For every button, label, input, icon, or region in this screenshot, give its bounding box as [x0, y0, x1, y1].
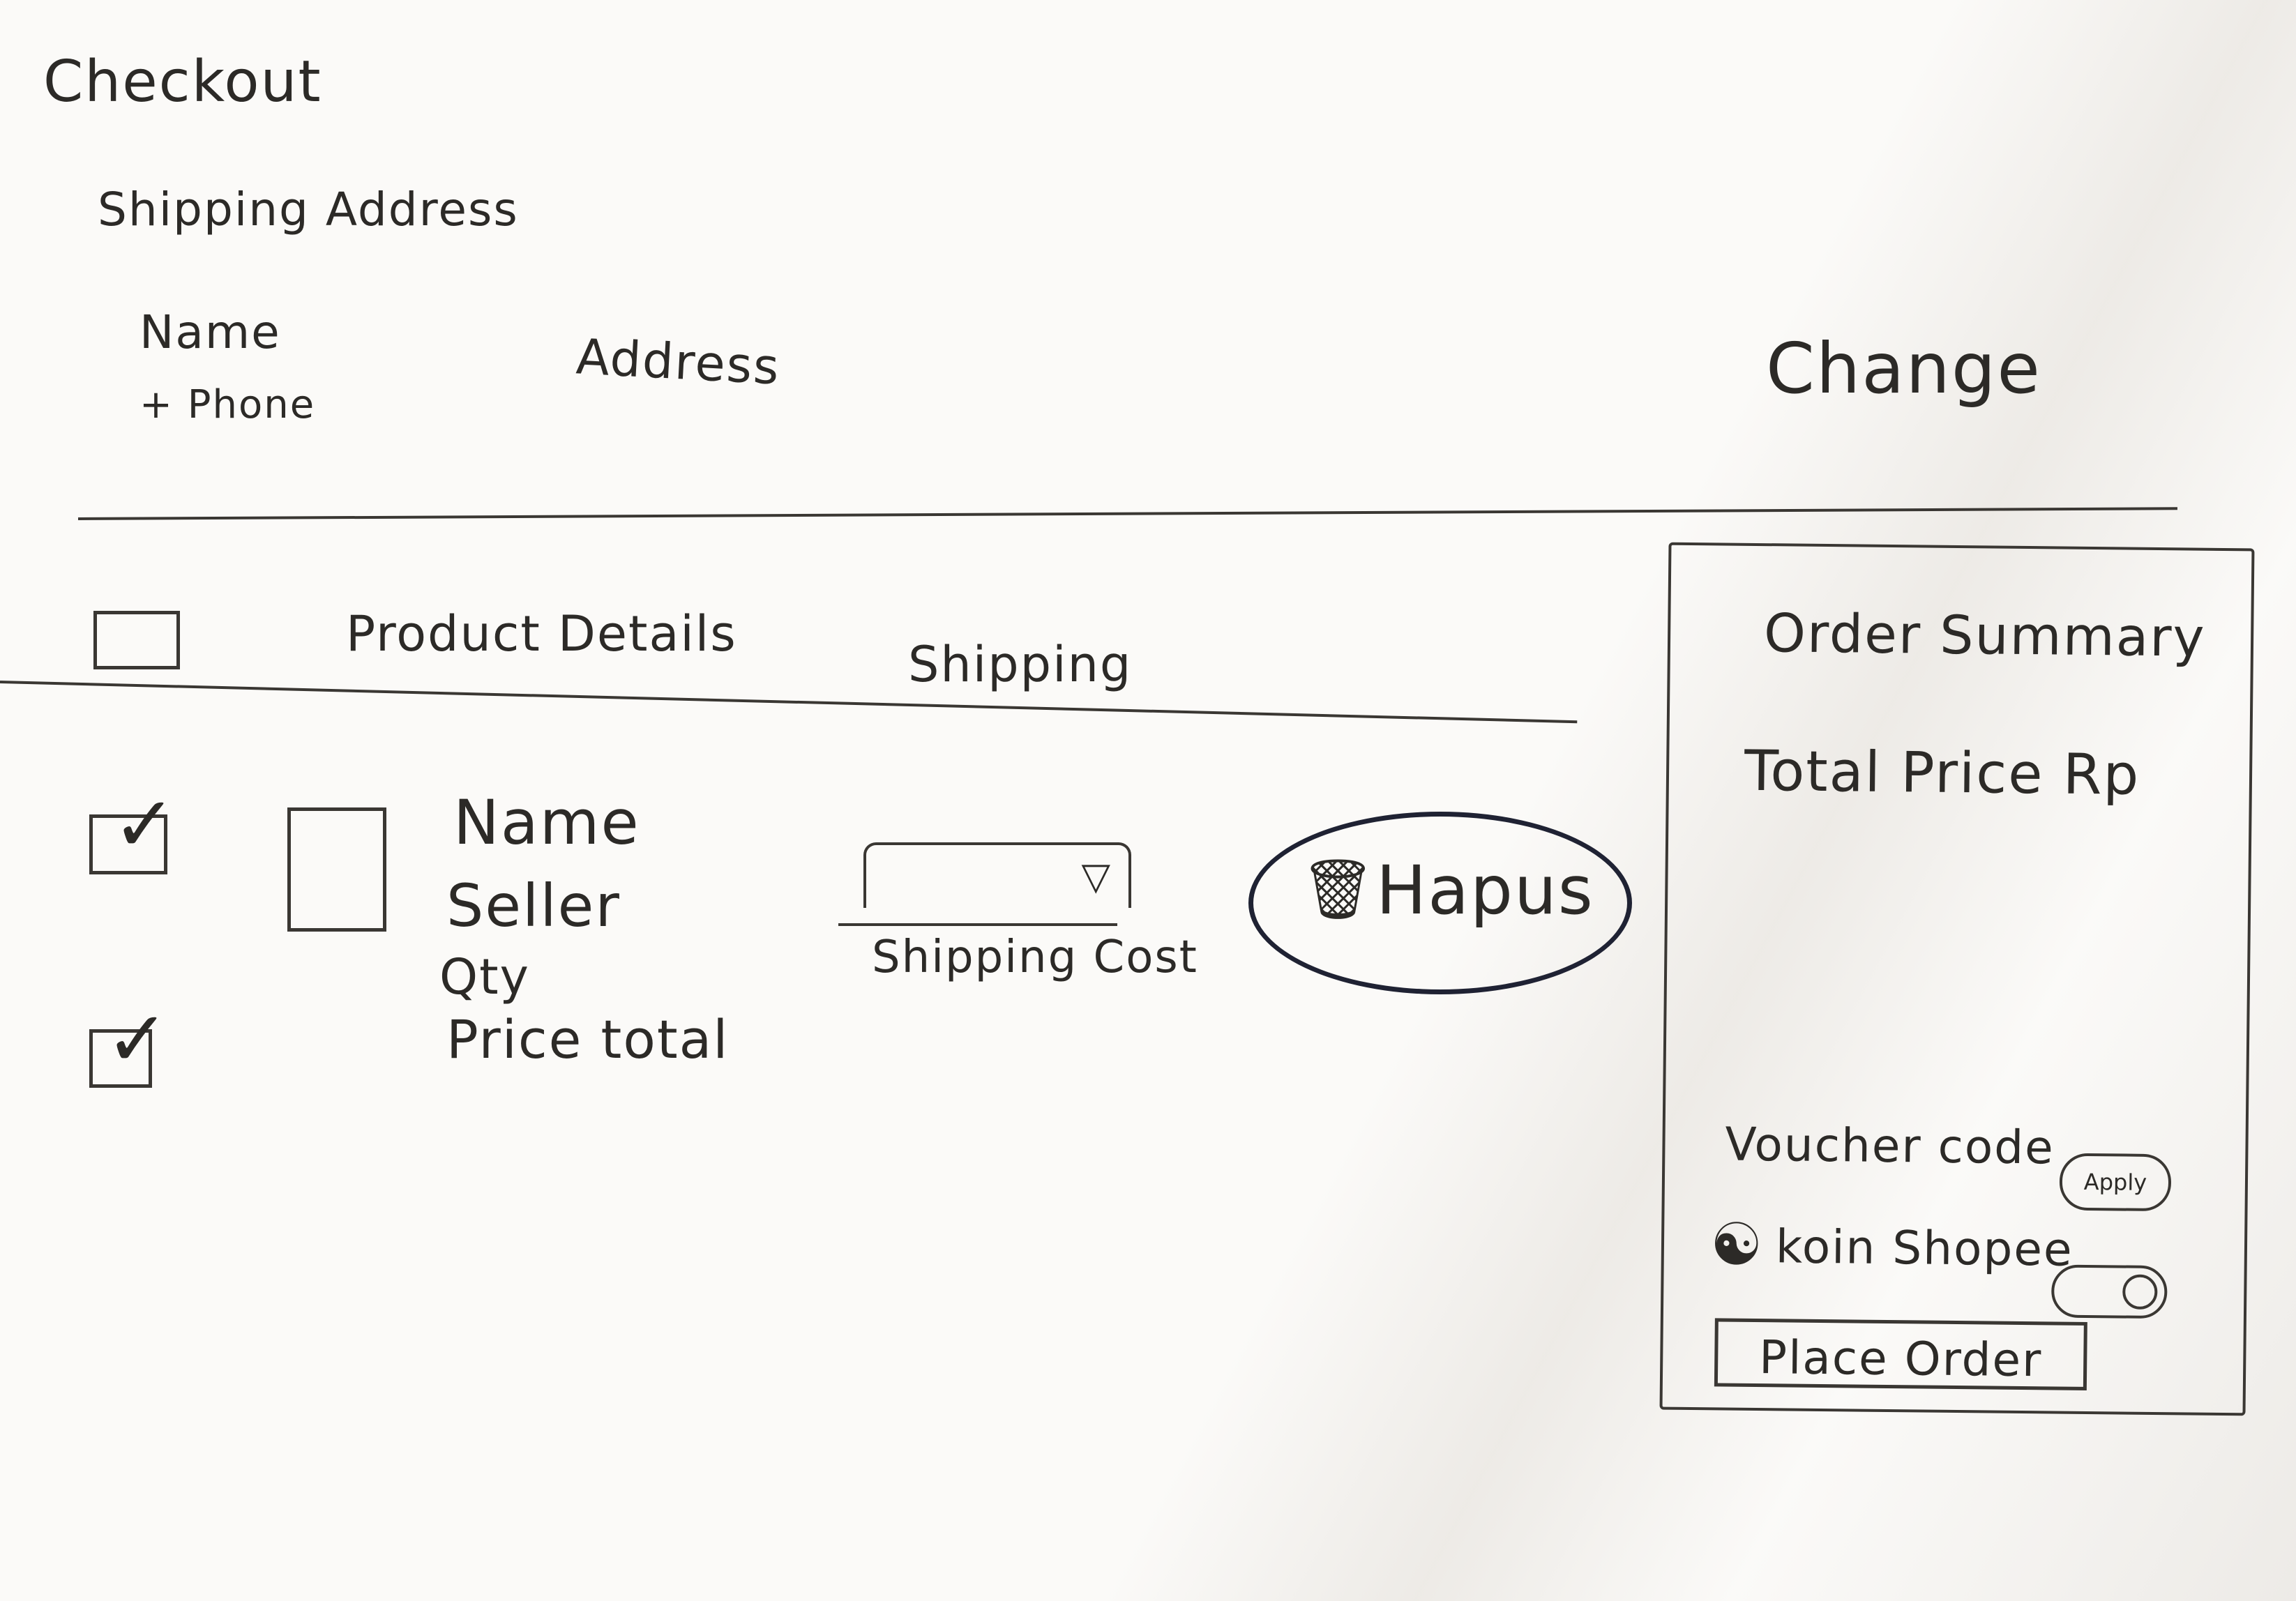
product-price-total: Price total [446, 1008, 730, 1070]
coin-icon: ☯ [1709, 1210, 1763, 1280]
check-icon: ✓ [105, 994, 170, 1084]
toggle-knob [2122, 1274, 2158, 1310]
coin-toggle[interactable] [2050, 1264, 2168, 1319]
recipient-phone: + Phone [139, 382, 316, 427]
chevron-down-icon: ▽ [1081, 854, 1110, 898]
product-name: Name [453, 787, 640, 858]
shipping-address-heading: Shipping Address [98, 183, 519, 236]
address-divider [77, 507, 2177, 520]
coin-toggle-label: koin Shopee [1775, 1220, 2074, 1277]
delete-item-button[interactable]: 🗑 Hapus [1248, 812, 1632, 994]
shipping-dropdown-underline [838, 923, 1117, 926]
change-address-link[interactable]: Change [1766, 328, 2041, 409]
order-summary-panel: Order Summary Total Price Rp Voucher cod… [1659, 542, 2255, 1416]
page-title: Checkout [43, 49, 322, 115]
product-details-header: Product Details [346, 605, 737, 662]
shipping-cost: Shipping Cost [872, 932, 1198, 983]
product-seller: Seller [446, 872, 621, 940]
product-qty: Qty [439, 948, 530, 1006]
place-order-button[interactable]: Place Order [1714, 1318, 2087, 1390]
header-divider [0, 681, 1578, 724]
trash-icon: 🗑 [1301, 855, 1375, 923]
product-checkbox[interactable]: ✓ [89, 1001, 169, 1088]
apply-voucher-label: Apply [2083, 1168, 2147, 1196]
place-order-label: Place Order [1758, 1330, 2043, 1388]
recipient-name: Name [139, 305, 281, 359]
select-all-checkbox[interactable] [93, 611, 180, 669]
shipping-address-text: Address [575, 328, 782, 396]
apply-voucher-button[interactable]: Apply [2059, 1153, 2172, 1212]
store-checkbox[interactable]: ✓ [89, 786, 176, 874]
total-price: Total Price Rp [1744, 738, 2140, 807]
order-summary-title: Order Summary [1763, 602, 2207, 669]
delete-item-label: Hapus [1376, 851, 1594, 930]
voucher-code-label: Voucher code [1725, 1117, 2055, 1175]
shipping-option-dropdown[interactable]: ▽ [863, 842, 1131, 908]
check-icon: ✓ [112, 780, 177, 869]
shipping-header: Shipping [908, 636, 1133, 693]
product-image [287, 807, 386, 932]
